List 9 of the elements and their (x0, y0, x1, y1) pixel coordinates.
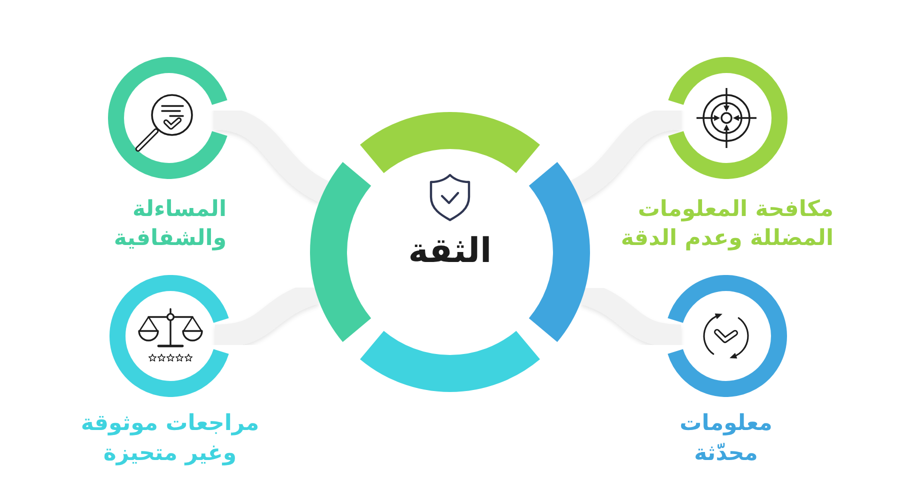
topic-label: مكافحة المعلومات المضللة وعدم الدقة (620, 196, 834, 253)
connector-band (214, 281, 320, 348)
connector-band (580, 282, 682, 348)
connector-band (570, 106, 682, 201)
topic-label: مراجعات موثوقة وغير متحيزة (80, 410, 260, 468)
topic-label: معلومات محدّثة (678, 410, 774, 468)
topic-label: المساءلة والشفافية (112, 196, 226, 253)
center-label: الثقة (408, 231, 492, 271)
connector-band (213, 106, 330, 202)
